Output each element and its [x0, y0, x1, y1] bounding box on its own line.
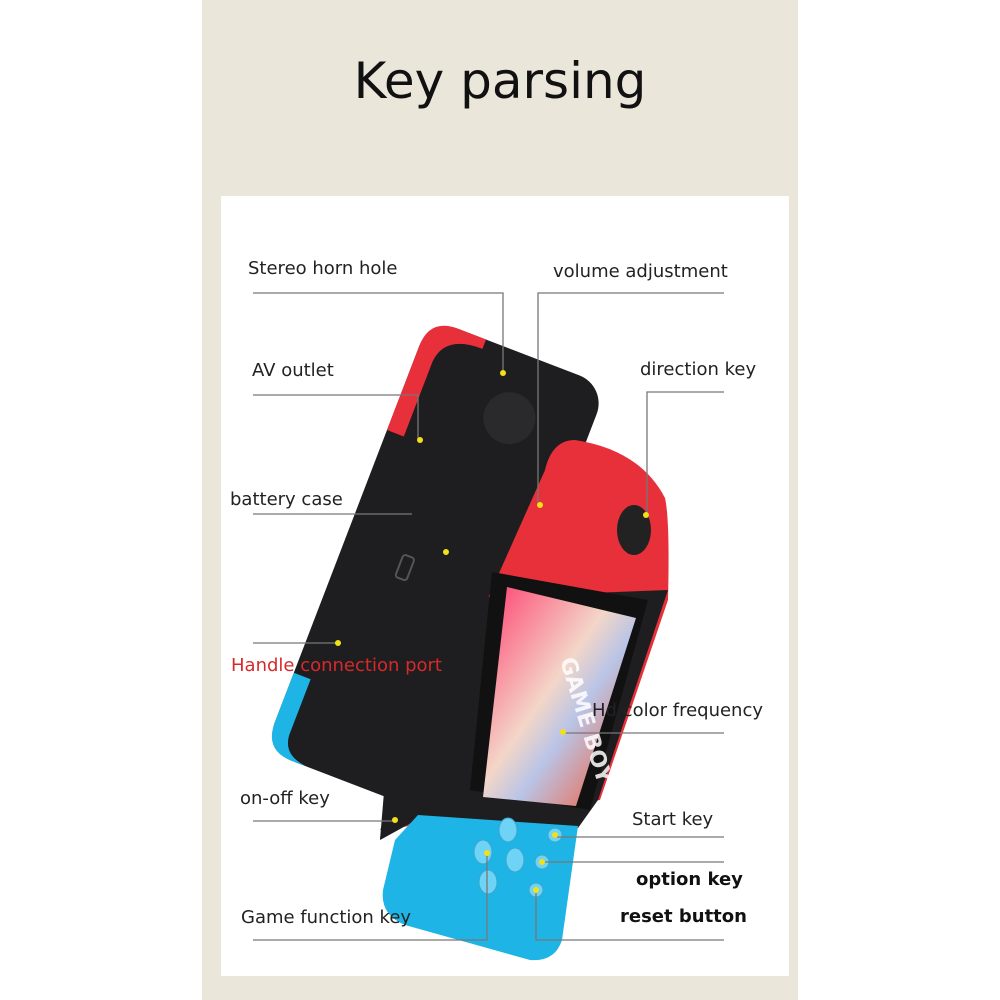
label-game-function-key: Game function key	[241, 907, 412, 928]
page-title: Key parsing	[353, 52, 647, 110]
marker-dots	[335, 370, 649, 893]
label-on-off-key: on-off key	[240, 788, 330, 809]
label-battery-case: battery case	[230, 489, 343, 510]
label-stereo-horn-hole: Stereo horn hole	[248, 258, 398, 279]
joystick	[617, 505, 651, 555]
label-handle-connection-port: Handle connection port	[231, 655, 442, 676]
label-direction-key: direction key	[640, 359, 757, 380]
leader-lines	[253, 292, 724, 941]
label-reset-button: reset button	[620, 906, 747, 927]
speaker-grille	[483, 392, 536, 445]
battery-slot	[394, 554, 415, 582]
label-start-key: Start key	[632, 809, 714, 830]
label-hd-color-frequency: Hd color frequency	[592, 700, 764, 721]
label-av-outlet: AV outlet	[252, 360, 334, 381]
label-option-key: option key	[636, 869, 743, 890]
screen	[483, 587, 636, 806]
label-volume-adjustment: volume adjustment	[553, 261, 728, 282]
